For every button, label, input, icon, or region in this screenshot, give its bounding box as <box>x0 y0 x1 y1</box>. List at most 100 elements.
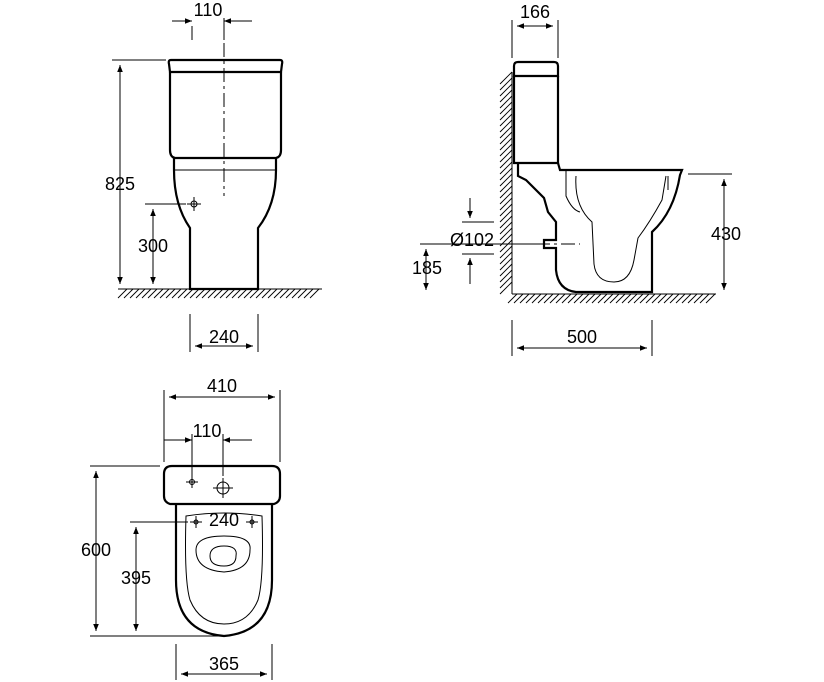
hatch-line <box>243 288 254 299</box>
hatch-line <box>141 288 152 299</box>
hatch-line <box>499 173 513 187</box>
hatch-line <box>225 288 236 299</box>
hatch-line <box>675 293 686 304</box>
hatch-line <box>499 71 513 85</box>
hatch-line <box>297 288 308 299</box>
hatch-line <box>285 288 296 299</box>
hatch-line <box>499 281 513 295</box>
hatch-line <box>519 293 530 304</box>
hatch-line <box>159 288 170 299</box>
hatch-line <box>499 89 513 103</box>
hatch-line <box>687 293 698 304</box>
hatch-line <box>303 288 314 299</box>
hatch-line <box>555 293 566 304</box>
hatch-line <box>609 293 620 304</box>
hatch-line <box>261 288 272 299</box>
hatch-line <box>537 293 548 304</box>
hatch-line <box>499 167 513 181</box>
hatch-line <box>507 293 518 304</box>
top-240-label: 240 <box>209 510 239 530</box>
hatch-line <box>499 131 513 145</box>
hatch-line <box>189 288 200 299</box>
hatch-line <box>681 293 692 304</box>
front-110-label: 110 <box>194 0 223 20</box>
hatch-line <box>531 293 542 304</box>
hatch-line <box>499 203 513 217</box>
hatch-line <box>255 288 266 299</box>
hatch-line <box>585 293 596 304</box>
hatch-line <box>561 293 572 304</box>
hatch-line <box>499 107 513 121</box>
side-185-label: 185 <box>412 258 442 278</box>
hatch-line <box>499 149 513 163</box>
hatch-line <box>579 293 590 304</box>
front-view: 110 825 300 240 <box>105 0 322 352</box>
hatch-line <box>499 221 513 235</box>
hatch-line <box>273 288 284 299</box>
front-825-label: 825 <box>105 174 135 194</box>
hatch-line <box>499 113 513 127</box>
hatch-line <box>499 95 513 109</box>
hatch-line <box>499 179 513 193</box>
hatch-line <box>499 143 513 157</box>
hatch-line <box>195 288 206 299</box>
hatch-line <box>499 245 513 259</box>
hatch-line <box>603 293 614 304</box>
hatch-line <box>231 288 242 299</box>
hatch-line <box>249 288 260 299</box>
hatch-line <box>171 288 182 299</box>
hatch-line <box>165 288 176 299</box>
hatch-line <box>499 161 513 175</box>
top-110-label: 110 <box>193 421 222 441</box>
hatch-line <box>499 251 513 265</box>
hatch-line <box>705 293 716 304</box>
hatch-line <box>499 227 513 241</box>
hatch-line <box>123 288 134 299</box>
hatch-line <box>279 288 290 299</box>
hatch-line <box>499 83 513 97</box>
side-500-label: 500 <box>567 327 597 347</box>
hatch-line <box>573 293 584 304</box>
hatch-line <box>499 263 513 277</box>
hatch-line <box>499 215 513 229</box>
hatch-line <box>499 101 513 115</box>
hatch-line <box>591 293 602 304</box>
top-410-label: 410 <box>207 376 237 396</box>
hatch-line <box>621 293 632 304</box>
hatch-line <box>499 257 513 271</box>
hatch-line <box>153 288 164 299</box>
hatch-line <box>651 293 662 304</box>
hatch-line <box>499 239 513 253</box>
hatch-line <box>669 293 680 304</box>
side-102-label: Ø102 <box>450 230 494 250</box>
hatch-line <box>499 209 513 223</box>
hatch-line <box>525 293 536 304</box>
hatch-line <box>549 293 560 304</box>
hatch-line <box>135 288 146 299</box>
hatch-line <box>633 293 644 304</box>
top-365-label: 365 <box>209 654 239 674</box>
hatch-line <box>615 293 626 304</box>
hatch-line <box>699 293 710 304</box>
side-view: 166 Ø102 185 430 500 <box>412 2 741 356</box>
hatch-line <box>201 288 212 299</box>
hatch-line <box>499 185 513 199</box>
hatch-line <box>219 288 230 299</box>
hatch-line <box>291 288 302 299</box>
side-430-label: 430 <box>711 224 741 244</box>
front-300-label: 300 <box>138 236 168 256</box>
hatch-line <box>663 293 674 304</box>
hatch-line <box>129 288 140 299</box>
top-600-label: 600 <box>81 540 111 560</box>
front-240-label: 240 <box>209 327 239 347</box>
hatch-line <box>597 293 608 304</box>
hatch-line <box>513 293 524 304</box>
hatch-line <box>499 77 513 91</box>
hatch-line <box>309 288 320 299</box>
hatch-line <box>499 155 513 169</box>
hatch-line <box>499 275 513 289</box>
hatch-line <box>237 288 248 299</box>
hatch-line <box>207 288 218 299</box>
hatch-line <box>183 288 194 299</box>
